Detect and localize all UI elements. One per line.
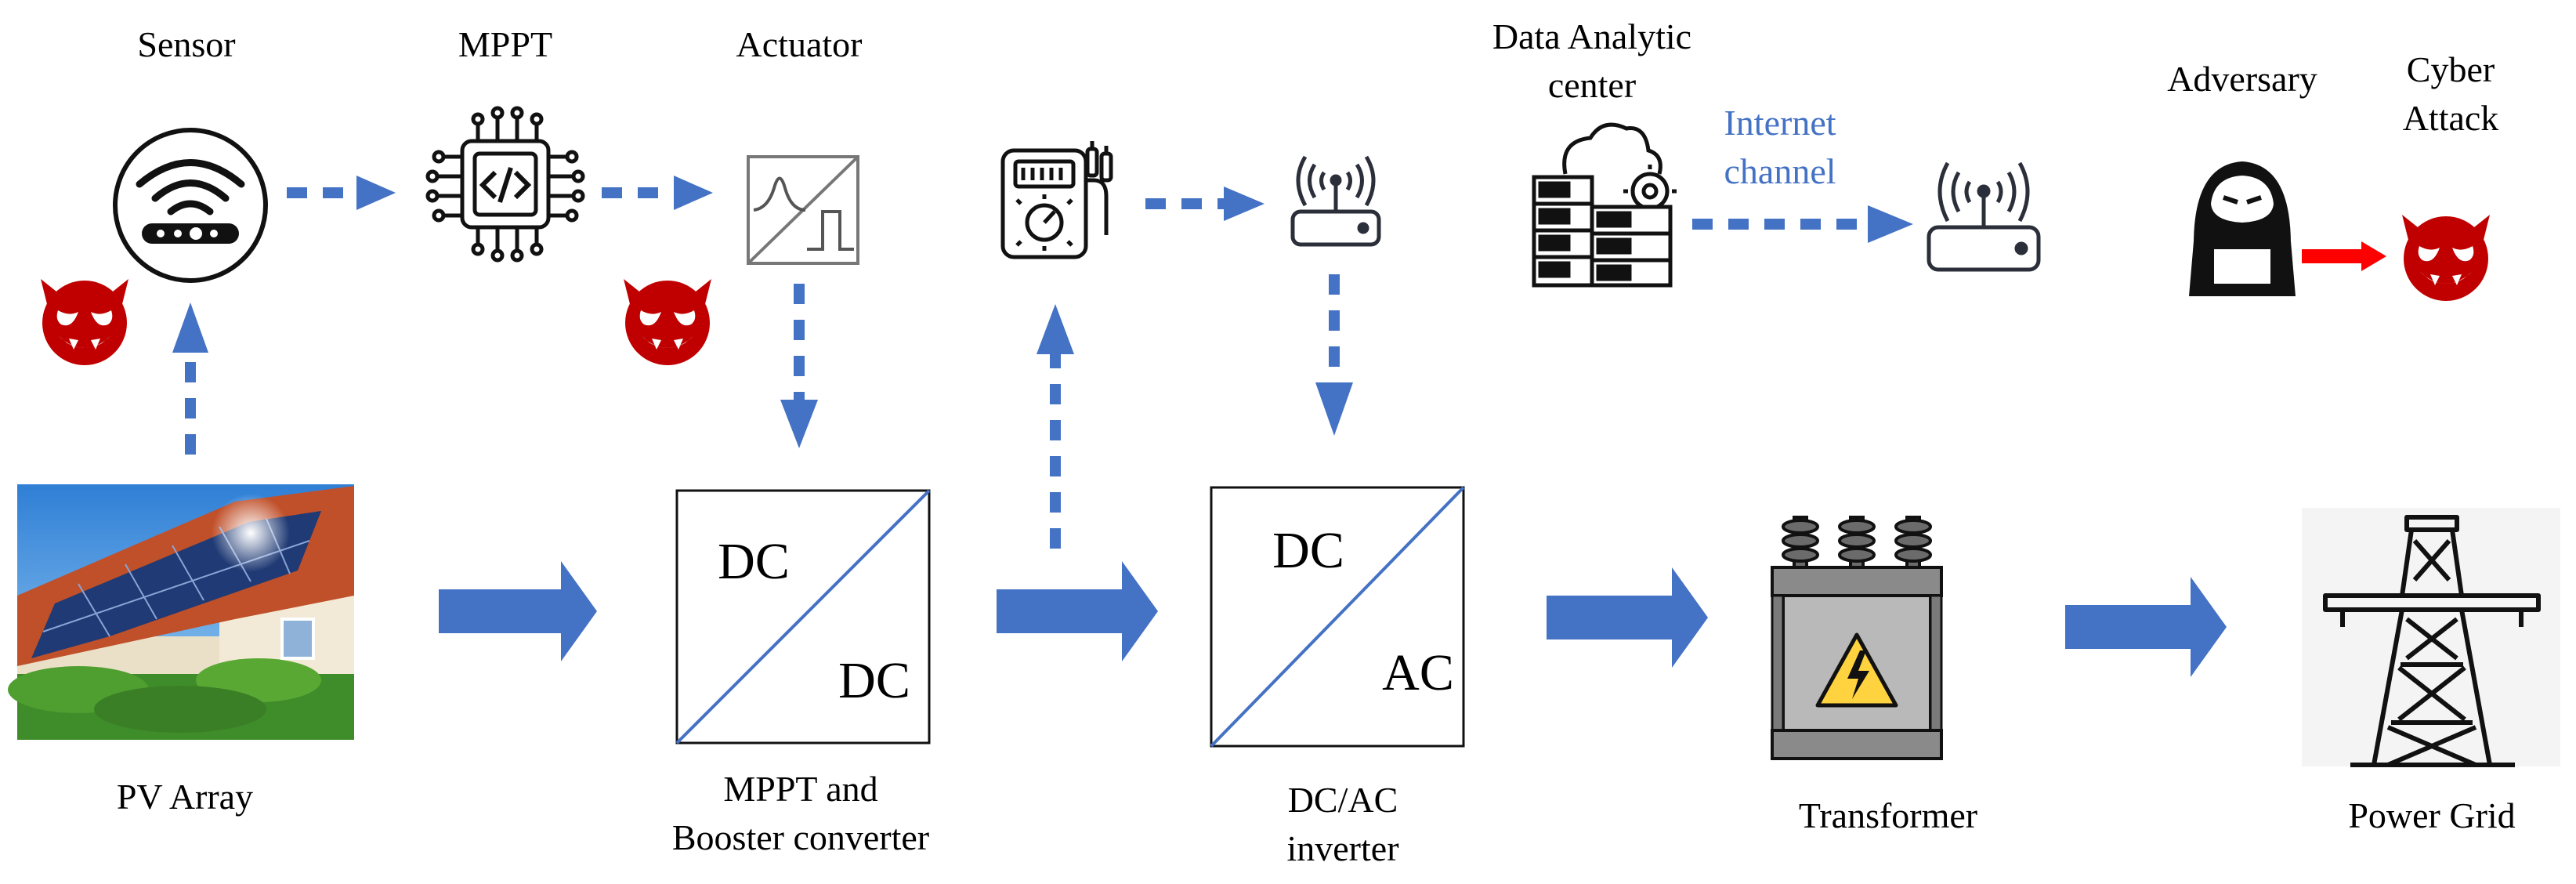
hacker-icon [2189,161,2296,296]
data-center-label-2: center [1548,65,1636,105]
inverter-bottom-label: AC [1382,644,1454,701]
booster-caption-1: MPPT and [723,769,877,809]
wifi-router-icon [113,128,268,283]
inverter-to-transformer-flow-arrow [1547,567,1708,668]
booster-caption-2: Booster converter [672,817,929,857]
devil-face-icon [624,279,711,365]
transformer-warning-icon [1771,516,1943,760]
pv-array-label: PV Array [117,777,253,817]
inverter-top-label: DC [1272,522,1344,579]
booster-top-label: DC [718,533,790,590]
router-antenna-icon [1290,155,1381,247]
solar-house-icon [8,484,354,740]
devil-face-icon [41,279,128,365]
booster-bottom-label: DC [838,652,910,709]
dashed-arrows [185,187,1868,549]
pv-to-booster-flow-arrow [439,561,597,661]
booster-to-inverter-flow-arrow [997,561,1158,661]
transformer-to-grid-flow-arrow [2065,577,2227,677]
power-flow-arrows [439,561,2227,677]
devil-face-icon [2402,215,2490,301]
signal-waveform-icon [747,155,859,265]
actuator-label: Actuator [736,24,863,64]
internet-channel-label-1: Internet [1724,103,1836,143]
booster-converter-box [675,489,931,745]
attack-arrow [2302,241,2386,271]
cyber-attack-label-1: Cyber [2407,49,2495,89]
inverter-caption-2: inverter [1286,828,1398,868]
chip-code-icon [425,106,585,263]
multimeter-icon [1000,141,1113,259]
cyber-attack-label-2: Attack [2403,98,2499,138]
mppt-label: MPPT [458,24,552,64]
adversary-label: Adversary [2167,59,2317,99]
inverter-caption-1: DC/AC [1288,780,1398,820]
router-antenna-icon [1927,161,2041,272]
internet-channel-label-2: channel [1724,151,1836,191]
inverter-box [1210,486,1465,748]
power-grid-label: Power Grid [2348,795,2515,835]
sensor-label: Sensor [137,24,235,64]
dashed-arrow-heads [172,176,1913,448]
server-cloud-icon [1532,122,1677,288]
transformer-label: Transformer [1799,795,1977,835]
power-tower-icon [2302,508,2560,767]
data-center-label-1: Data Analytic [1492,16,1691,56]
